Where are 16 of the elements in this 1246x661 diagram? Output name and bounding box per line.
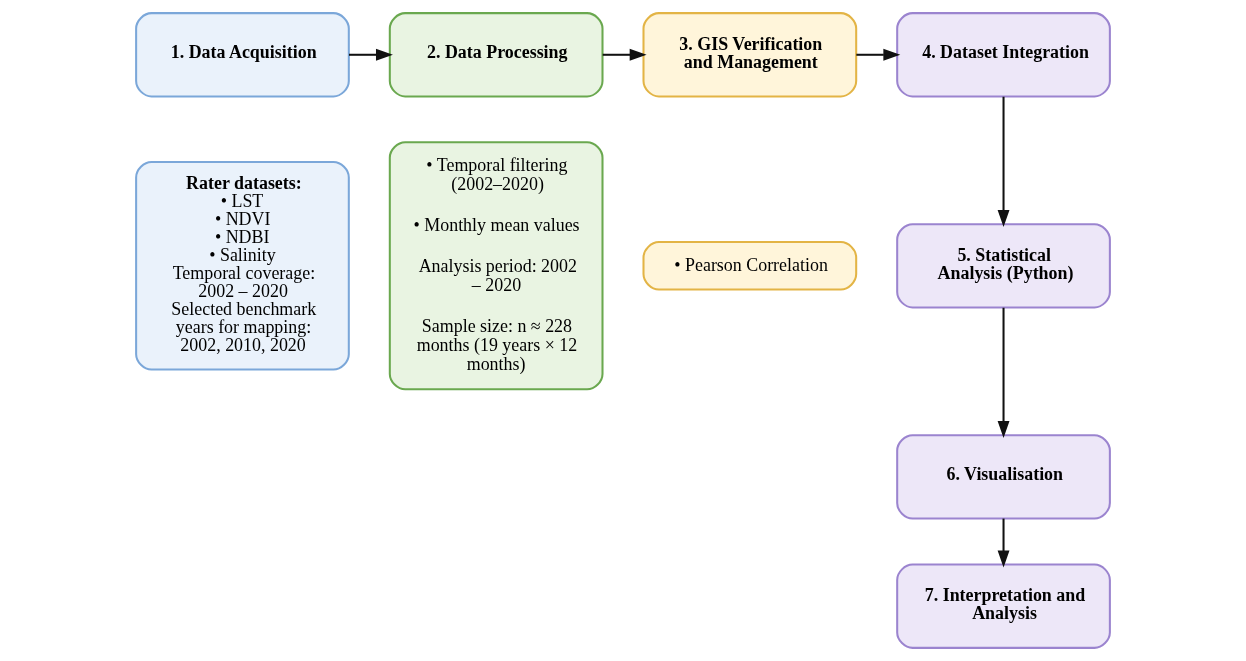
node-box: 7. Interpretation and Analysis bbox=[896, 563, 1111, 649]
arrow bbox=[602, 48, 647, 61]
node-box: • Temporal filtering (2002–2020) • Monthly mean values Analysis period: 2002 – 2020 Sample size: n ≈ 228 months (19 years × 12 months) bbox=[388, 141, 604, 391]
node-box: 2. Data Processing bbox=[388, 12, 604, 98]
node-box: 1. Data Acquisition bbox=[135, 12, 350, 98]
node-box: 5. Statistical Analysis (Python) bbox=[896, 223, 1111, 309]
node-box: Rater datasets: • LST • NDVI • NDBI • Salinity Temporal coverage: 2002 – 2020 Selected benchmark years for mapping: 2002, 2010, 2020 bbox=[135, 161, 350, 371]
node-box: • Pearson Correlation bbox=[642, 241, 858, 291]
node-box: 6. Visualisation bbox=[896, 434, 1111, 520]
node-box: 3. GIS Verification and Management bbox=[642, 12, 858, 98]
arrow bbox=[856, 48, 901, 61]
arrow bbox=[349, 48, 393, 61]
arrow bbox=[997, 518, 1010, 568]
arrow bbox=[997, 307, 1010, 439]
node-box: 4. Dataset Integration bbox=[896, 12, 1111, 98]
arrow bbox=[997, 96, 1010, 228]
